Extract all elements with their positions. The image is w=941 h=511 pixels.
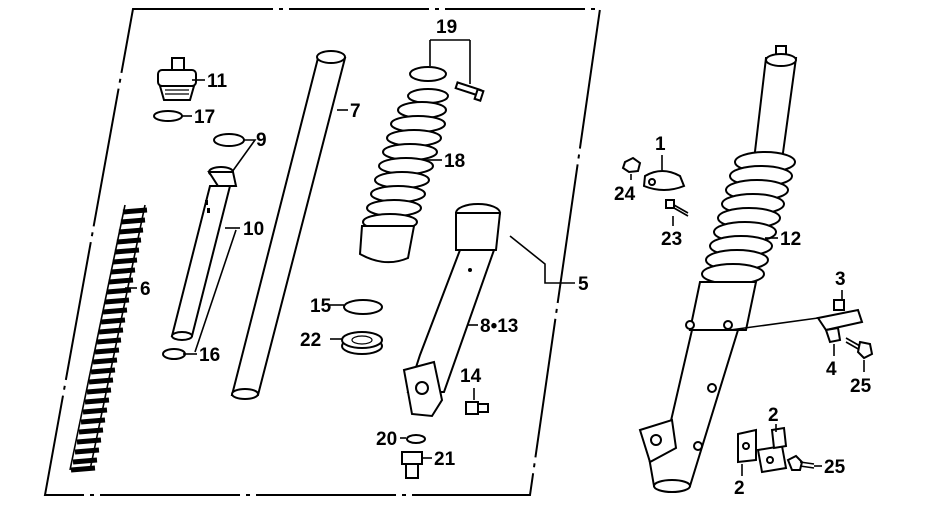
fork-spring — [69, 204, 148, 473]
band-screw — [454, 81, 485, 102]
callout-19: 19 — [436, 17, 457, 38]
callout-21: 21 — [434, 449, 456, 470]
callout-16: 16 — [199, 345, 220, 366]
callout-25-upper: 25 — [850, 376, 872, 397]
hose-clamp-lower-right — [756, 426, 788, 474]
callout-6: 6 — [140, 279, 151, 300]
callout-1: 1 — [655, 134, 666, 155]
fork-slider — [402, 203, 502, 418]
callout-11: 11 — [207, 71, 228, 92]
hose-clamp-lower-left — [737, 428, 757, 464]
oil-seal — [341, 331, 383, 355]
callout-7: 7 — [350, 101, 361, 122]
callout-18: 18 — [444, 151, 465, 172]
drain-bolt — [465, 401, 489, 415]
callout-17: 17 — [194, 107, 215, 128]
assembled-fork-leg — [638, 45, 798, 493]
callout-15: 15 — [310, 296, 332, 317]
callout-2-lower: 2 — [734, 478, 745, 499]
hose-clamp-upper — [816, 299, 864, 344]
socket-bolt — [401, 451, 423, 479]
piston-ring — [213, 133, 245, 147]
callout-5: 5 — [578, 274, 589, 295]
stopper-ring — [343, 299, 383, 315]
o-ring — [153, 110, 183, 122]
callout-20: 20 — [376, 429, 397, 450]
fork-holder-clamp — [642, 170, 686, 191]
callout-10: 10 — [243, 219, 264, 240]
fork-cap-bolt — [157, 57, 197, 101]
fork-boot — [358, 66, 449, 264]
callout-4: 4 — [826, 359, 837, 380]
holder-bolt — [665, 199, 689, 217]
callout-8-13: 8•13 — [480, 316, 518, 337]
group-frame — [43, 8, 602, 496]
fork-pipe — [230, 50, 347, 400]
fork-piston — [170, 166, 238, 341]
clamp-bolt-upper — [845, 337, 874, 360]
nut — [621, 156, 642, 174]
sealing-washer — [406, 434, 426, 444]
callout-2-upper: 2 — [768, 405, 779, 426]
callout-22: 22 — [300, 330, 321, 351]
callout-24: 24 — [614, 184, 636, 205]
callout-9: 9 — [256, 130, 267, 151]
callout-14: 14 — [460, 366, 482, 387]
clamp-bolt-lower — [786, 454, 815, 471]
callout-3: 3 — [835, 269, 846, 290]
o-ring-lower — [162, 348, 186, 360]
callout-12: 12 — [780, 229, 801, 250]
callout-23: 23 — [661, 229, 682, 250]
callout-25-lower: 25 — [824, 457, 846, 478]
